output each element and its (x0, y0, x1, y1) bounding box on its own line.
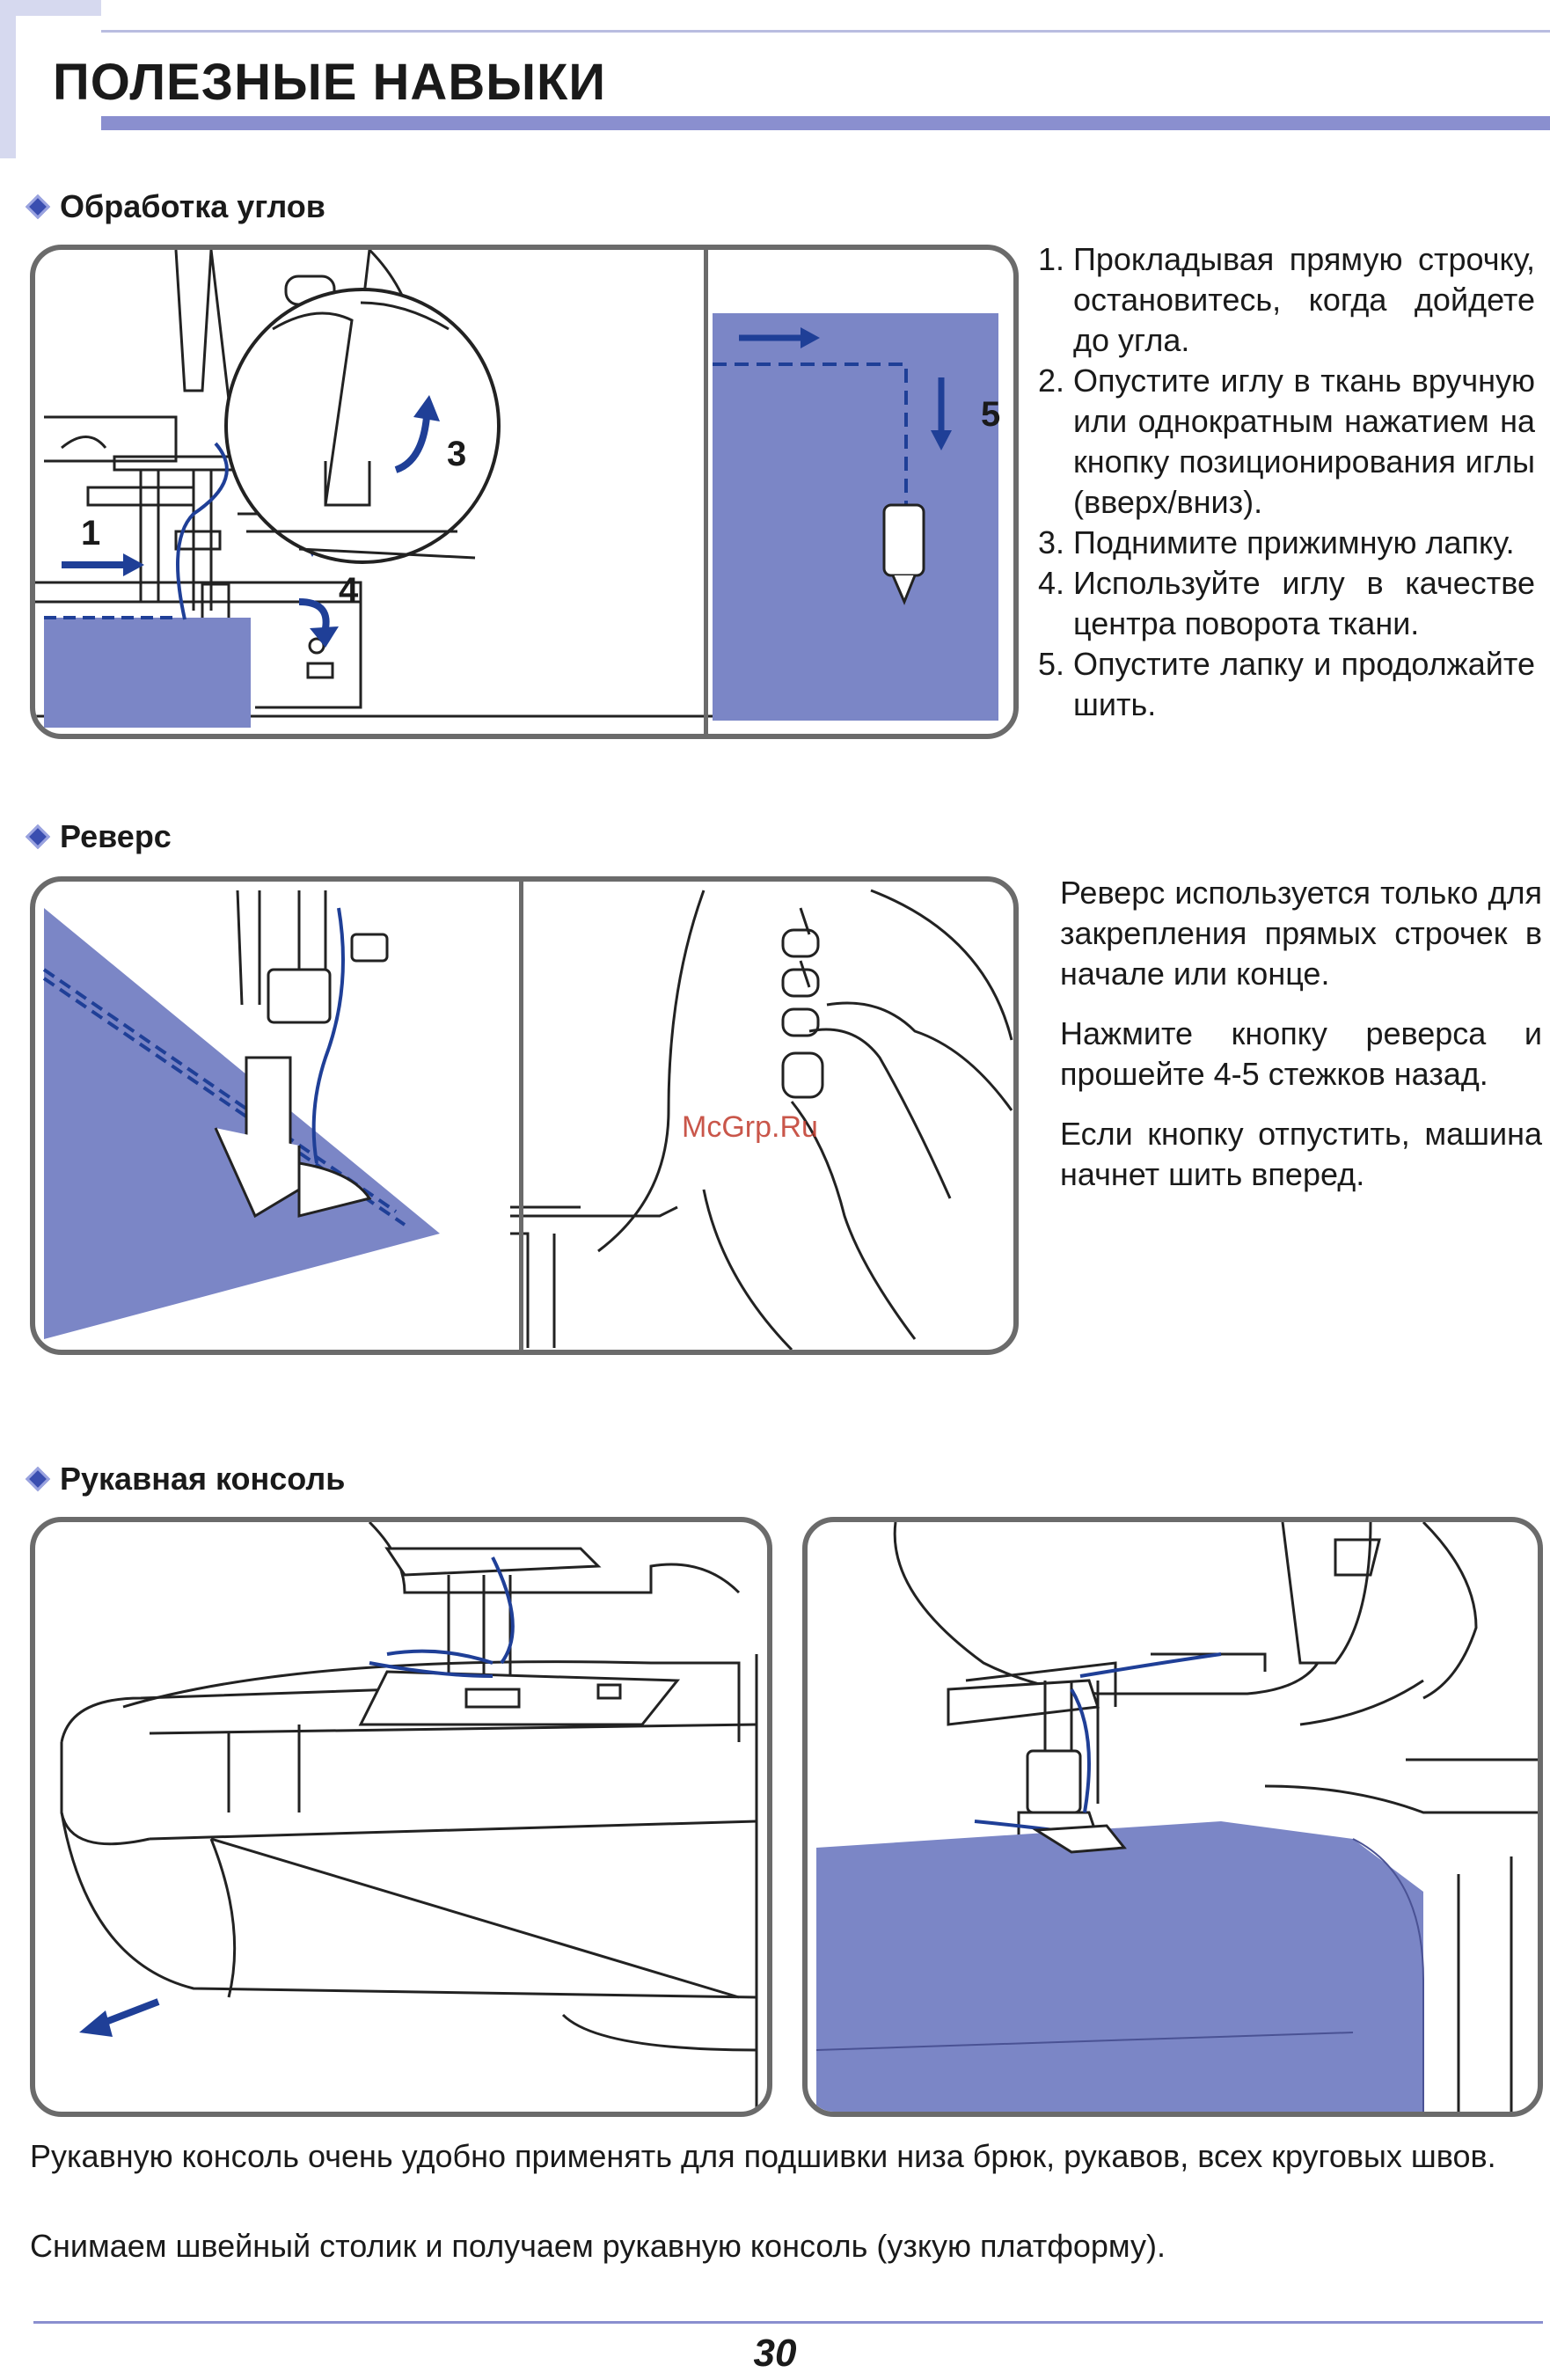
reverse-paragraph-1: Реверс используется только для закреплен… (1060, 875, 1542, 992)
corners-illustration: 1 2 4 3 5 (35, 250, 1000, 728)
corners-label-3: 3 (447, 435, 466, 473)
step-item-1: 1.Прокладывая прямую строчку, остановите… (1038, 241, 1535, 358)
sleeve-illustration-right (802, 1517, 1543, 2117)
section-title-reverse: Реверс (60, 818, 172, 854)
step-item-5: 5.Опустите лапку и продолжайте шить. (1038, 646, 1535, 722)
section-header-reverse: Реверс (26, 818, 172, 855)
corners-steps-list: 1.Прокладывая прямую строчку, остановите… (1038, 239, 1535, 725)
header-corner-inner (16, 16, 101, 158)
sleeve-illustration-left (30, 1517, 772, 2117)
section-header-corners: Обработка углов (26, 188, 325, 225)
sleeve-text-line-1: Рукавную консоль очень удобно применять … (30, 2138, 1496, 2174)
reverse-illustration-panel: McGrp.Ru (30, 876, 1019, 1355)
section-header-sleeve: Рукавная консоль (26, 1461, 345, 1498)
step-item-4: 4.Используйте иглу в качестве центра пов… (1038, 565, 1535, 641)
watermark-text: McGrp.Ru (682, 1110, 818, 1144)
diamond-bullet-icon (26, 1468, 49, 1490)
corners-panel-divider (704, 245, 708, 739)
step-item-2: 2.Опустите иглу в ткань вручную или одно… (1038, 362, 1535, 520)
step-item-3: 3.Поднимите прижимную лапку. (1038, 524, 1515, 560)
page-title: Полезные навыки (53, 54, 607, 111)
sleeve-arm-removal-illustration (60, 1522, 758, 2112)
corners-label-1: 1 (81, 514, 100, 553)
section-title-sleeve: Рукавная консоль (60, 1461, 346, 1497)
reverse-text-block: Реверс используется только для закреплен… (1060, 873, 1542, 1195)
diamond-bullet-icon (26, 825, 49, 848)
reverse-illustration: McGrp.Ru (42, 889, 1013, 1350)
corners-label-5: 5 (981, 395, 1000, 434)
sleeve-text-line-2: Снимаем швейный столик и получаем рукавн… (30, 2228, 1166, 2264)
reverse-paragraph-2: Нажмите кнопку реверса и прошейте 4-5 ст… (1060, 1015, 1542, 1092)
header-top-rule (101, 30, 1550, 33)
footer-rule (33, 2321, 1543, 2324)
header-main-rule (101, 116, 1550, 130)
reverse-paragraph-3: Если кнопку отпустить, машина начнет шит… (1060, 1116, 1542, 1192)
page-number: 30 (753, 2332, 797, 2375)
section-title-corners: Обработка углов (60, 188, 325, 224)
diamond-bullet-icon (26, 195, 49, 218)
corners-label-4: 4 (339, 571, 359, 610)
sleeve-arm-sewing-illustration (815, 1522, 1538, 2112)
reverse-panel-divider (519, 876, 523, 1355)
corners-illustration-panel: 1 2 4 3 5 (30, 245, 1019, 739)
